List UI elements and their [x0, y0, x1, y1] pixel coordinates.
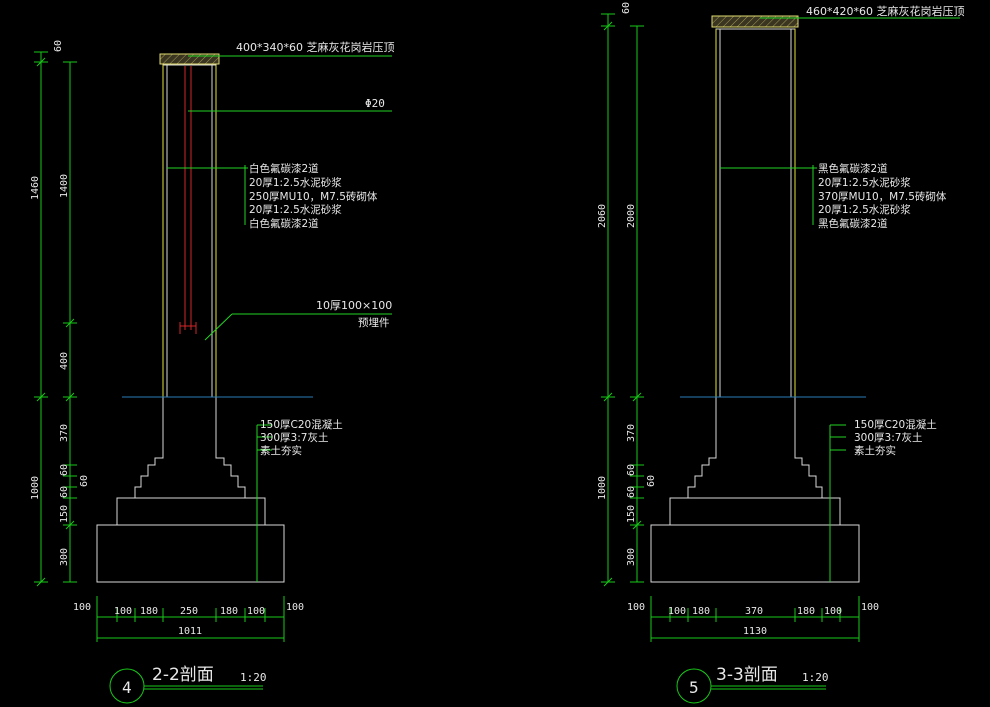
- left-dim-300: 300: [59, 548, 70, 566]
- left-dim-1400: 1400: [59, 174, 70, 198]
- right-section-number: 5: [689, 678, 699, 697]
- left-dim-60b: 60: [59, 486, 70, 498]
- right-outer-dimension: [601, 13, 615, 587]
- right-concrete-layer: [669, 497, 841, 526]
- left-dim-total-lower: 1000: [30, 476, 41, 500]
- right-layer-4: 20厚1:2.5水泥砂浆: [818, 203, 911, 216]
- right-stepped-footing: [687, 396, 823, 499]
- left-bottom-dimension: [96, 596, 285, 642]
- left-dim-60c: 60: [79, 475, 90, 487]
- left-found-2: 300厚3:7灰土: [260, 431, 328, 444]
- left-granite-cap: [159, 53, 220, 65]
- left-cap-label: 400*340*60 芝麻灰花岗岩压顶: [236, 40, 394, 54]
- right-layer-5: 黑色氟碳漆2道: [818, 217, 888, 230]
- left-layer-1: 白色氟碳漆2道: [249, 162, 319, 175]
- right-lime-soil-layer: [650, 524, 860, 583]
- left-layer-2: 20厚1:2.5水泥砂浆: [249, 176, 342, 189]
- left-found-3: 素土夯实: [260, 444, 302, 457]
- left-bdim-6: 100: [247, 606, 265, 617]
- right-layer-1: 黑色氟碳漆2道: [818, 162, 888, 175]
- right-section-scale: 1:20: [802, 671, 829, 684]
- left-post-body: [162, 64, 217, 398]
- right-bottom-dimension: [650, 596, 860, 642]
- left-bdim-4: 250: [180, 606, 198, 617]
- section-2-2-drawing: 60 1460 1000 1400 400 370 60 60 60 150 3…: [30, 40, 394, 704]
- left-concrete-layer: [116, 497, 266, 526]
- right-found-1: 150厚C20混凝土: [854, 418, 937, 431]
- right-layer-3: 370厚MU10，M7.5砖砌体: [818, 190, 947, 203]
- left-section-scale: 1:20: [240, 671, 267, 684]
- left-lime-soil-layer: [96, 524, 285, 583]
- left-bdim-1: 100: [73, 602, 91, 613]
- left-inner-dimension: [63, 61, 77, 583]
- left-dim-370: 370: [59, 424, 70, 442]
- right-dim-60c: 60: [646, 475, 657, 487]
- left-bdim-3: 180: [140, 606, 158, 617]
- right-dim-370: 370: [626, 424, 637, 442]
- left-found-1: 150厚C20混凝土: [260, 418, 343, 431]
- left-section-number: 4: [122, 678, 132, 697]
- right-section-title: 3-3剖面: [716, 665, 778, 685]
- right-dim-300: 300: [626, 548, 637, 566]
- right-cap-label: 460*420*60 芝麻灰花岗岩压顶: [806, 4, 964, 18]
- left-dim-400: 400: [59, 352, 70, 370]
- section-3-3-drawing: 60 2060 1000 2000 370 60 60 60 150 300 4…: [597, 2, 964, 704]
- left-dim-150: 150: [59, 505, 70, 523]
- right-post-body: [715, 28, 796, 398]
- left-embed-plate: [179, 322, 197, 334]
- right-found-3: 素土夯实: [854, 444, 896, 457]
- left-bdim-2: 100: [114, 606, 132, 617]
- right-dim-2000: 2000: [626, 204, 637, 228]
- left-embed-label-1: 10厚100×100: [316, 299, 392, 312]
- right-layer-2: 20厚1:2.5水泥砂浆: [818, 176, 911, 189]
- left-bdim-5: 180: [220, 606, 238, 617]
- right-found-2: 300厚3:7灰土: [854, 431, 922, 444]
- left-layer-4: 20厚1:2.5水泥砂浆: [249, 203, 342, 216]
- left-dim-cap: 60: [53, 40, 64, 52]
- left-dim-60a: 60: [59, 464, 70, 476]
- left-layer-5: 白色氟碳漆2道: [249, 217, 319, 230]
- right-dim-total-upper: 2060: [597, 204, 608, 228]
- right-dim-60b: 60: [626, 486, 637, 498]
- left-stepped-footing: [134, 396, 246, 499]
- left-embed-label-2: 预埋件: [358, 317, 390, 329]
- left-dim-total-upper: 1460: [30, 176, 41, 200]
- right-total-width: 1130: [743, 626, 767, 637]
- right-bdim-5: 180: [797, 606, 815, 617]
- right-granite-cap: [711, 15, 799, 28]
- left-layer-3: 250厚MU10，M7.5砖砌体: [249, 190, 378, 203]
- right-bdim-2: 100: [668, 606, 686, 617]
- right-dim-cap: 60: [621, 2, 632, 14]
- right-dim-150: 150: [626, 505, 637, 523]
- right-dim-total-lower: 1000: [597, 476, 608, 500]
- left-outer-dimension: [34, 51, 48, 587]
- left-rod-label: Φ20: [365, 97, 385, 110]
- left-bdim-7: 100: [286, 602, 304, 613]
- right-bdim-3: 180: [692, 606, 710, 617]
- left-total-width: 1011: [178, 626, 202, 637]
- right-bdim-4: 370: [745, 606, 763, 617]
- right-bdim-1: 100: [627, 602, 645, 613]
- right-bdim-6: 100: [824, 606, 842, 617]
- left-section-title: 2-2剖面: [152, 665, 214, 685]
- right-dim-60a: 60: [626, 464, 637, 476]
- right-bdim-7: 100: [861, 602, 879, 613]
- right-inner-dimension: [630, 25, 644, 583]
